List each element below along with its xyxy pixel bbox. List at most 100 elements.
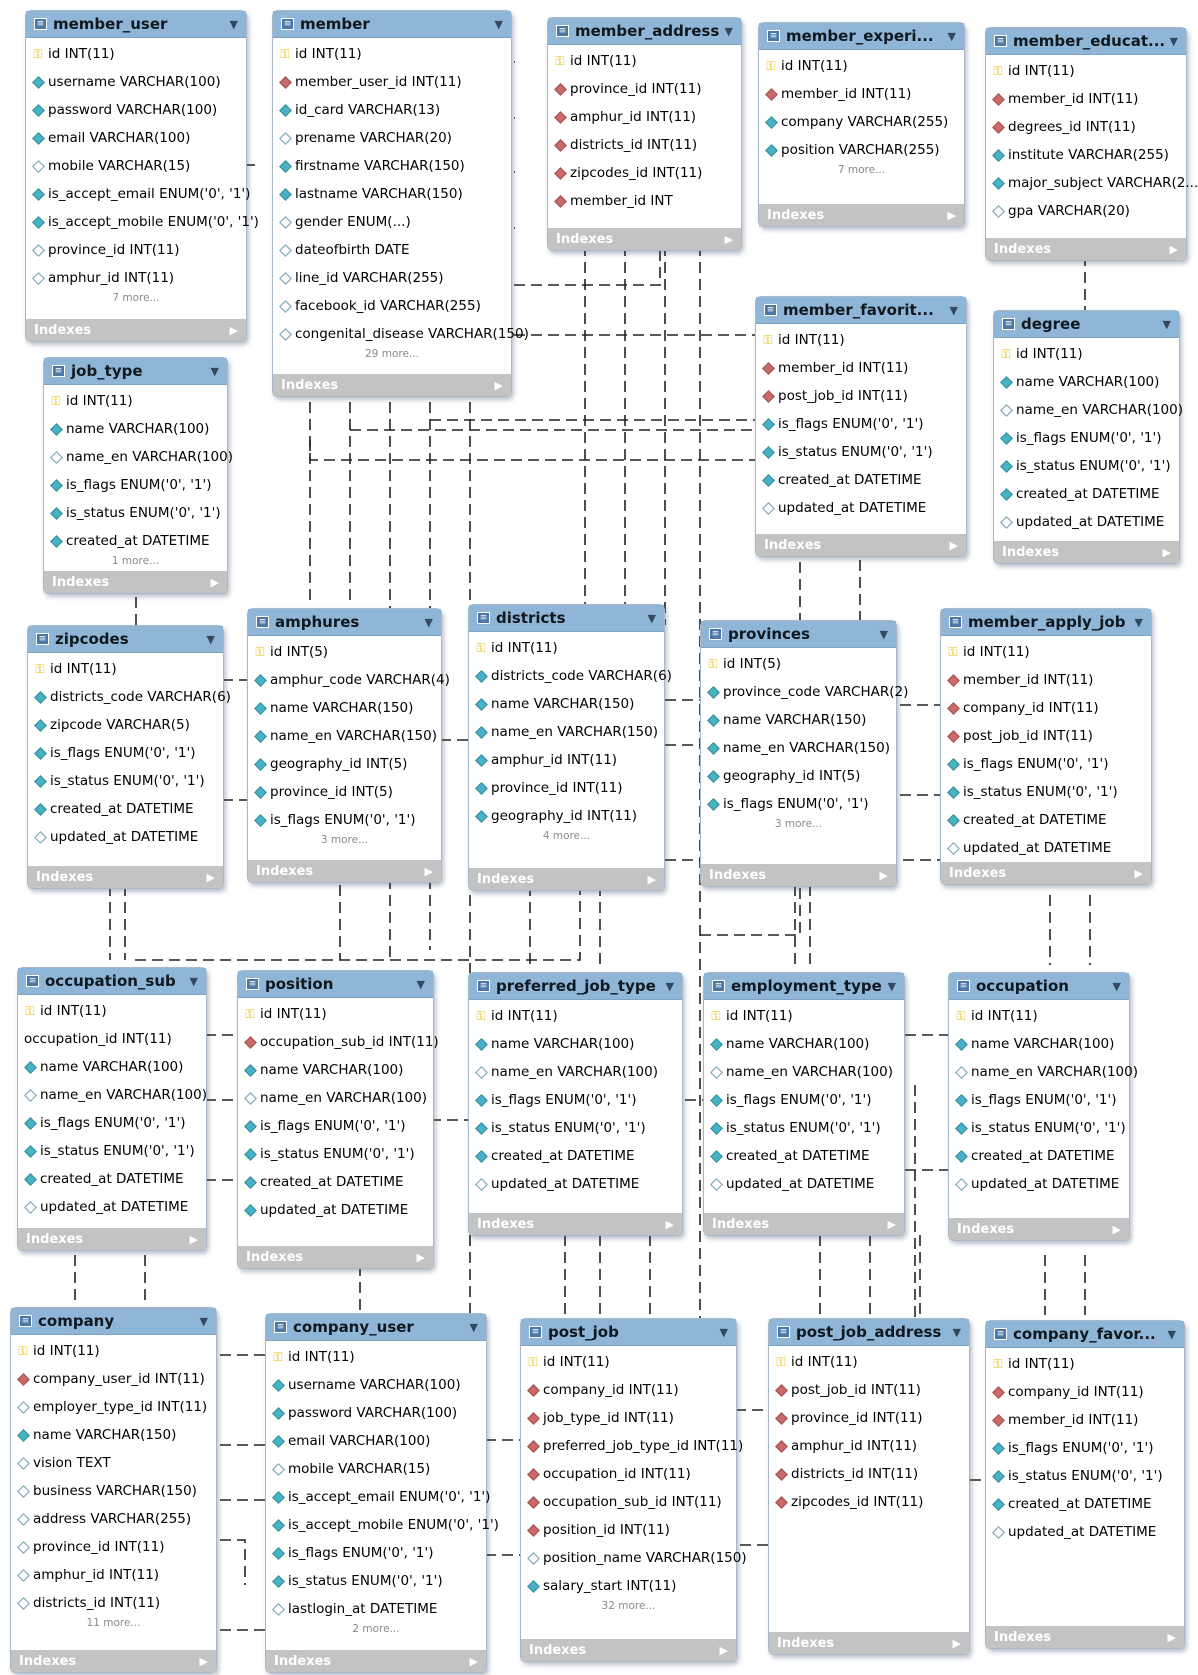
column-row[interactable]: email VARCHAR(100) — [26, 124, 246, 152]
column-row[interactable]: facebook_id VARCHAR(255) — [273, 292, 511, 320]
column-row[interactable]: occupation_id INT(11) — [18, 1025, 206, 1053]
collapse-arrow-icon[interactable]: ▼ — [424, 615, 433, 629]
column-row[interactable]: name_en VARCHAR(150) — [701, 734, 896, 762]
table-provinces[interactable]: ≡provinces▼⚿id INT(5)province_code VARCH… — [700, 620, 908, 887]
column-row[interactable]: name_en VARCHAR(100) — [704, 1058, 904, 1086]
indexes-bar[interactable]: Indexes▶ — [949, 1218, 1129, 1240]
indexes-bar[interactable]: Indexes▶ — [941, 862, 1151, 884]
collapse-arrow-icon[interactable]: ▼ — [189, 974, 198, 988]
table-amphures[interactable]: ≡amphures▼⚿id INT(5)amphur_code VARCHAR(… — [247, 608, 450, 883]
table-header[interactable]: ≡employment_type▼ — [704, 973, 904, 1000]
table-member_favorit[interactable]: ≡member_favorit...▼⚿id INT(11)member_id … — [755, 296, 967, 557]
table-header[interactable]: ≡degree▼ — [994, 311, 1179, 338]
indexes-bar[interactable]: Indexes▶ — [28, 866, 223, 888]
table-header[interactable]: ≡member▼ — [273, 11, 511, 38]
table-header[interactable]: ≡member_experi...▼ — [759, 23, 964, 50]
table-header[interactable]: ≡amphures▼ — [248, 609, 441, 636]
column-row[interactable]: company_id INT(11) — [941, 694, 1151, 722]
indexes-bar[interactable]: Indexes▶ — [469, 1213, 682, 1235]
expand-arrow-icon[interactable]: ▶ — [424, 864, 433, 878]
indexes-bar[interactable]: Indexes▶ — [704, 1213, 904, 1235]
column-row[interactable]: updated_at DATETIME — [18, 1193, 206, 1221]
collapse-arrow-icon[interactable]: ▼ — [494, 17, 503, 31]
column-row[interactable]: districts_id INT(11) — [769, 1460, 969, 1488]
column-row[interactable]: company_id INT(11) — [986, 1378, 1184, 1406]
column-row[interactable]: is_accept_mobile ENUM('0', '1') — [266, 1511, 499, 1539]
collapse-arrow-icon[interactable]: ▼ — [947, 29, 956, 43]
column-row[interactable]: company_id INT(11) — [521, 1376, 736, 1404]
expand-arrow-icon[interactable]: ▶ — [229, 323, 238, 337]
expand-arrow-icon[interactable]: ▶ — [494, 378, 503, 392]
column-row[interactable]: ⚿id INT(11) — [759, 52, 964, 80]
table-job_type[interactable]: ≡job_type▼⚿id INT(11)name VARCHAR(100)na… — [43, 357, 233, 594]
expand-arrow-icon[interactable]: ▶ — [719, 1643, 728, 1657]
collapse-arrow-icon[interactable]: ▼ — [665, 979, 674, 993]
column-row[interactable]: is_flags ENUM('0', '1') — [28, 739, 223, 767]
collapse-arrow-icon[interactable]: ▼ — [469, 1320, 478, 1334]
table-header[interactable]: ≡member_favorit...▼ — [756, 297, 966, 324]
column-row[interactable]: is_flags ENUM('0', '1') — [704, 1086, 904, 1114]
column-row[interactable]: created_at DATETIME — [44, 527, 227, 555]
column-row[interactable]: ⚿id INT(11) — [986, 1350, 1184, 1378]
column-row[interactable]: occupation_sub_id INT(11) — [238, 1028, 439, 1056]
column-row[interactable]: amphur_id INT(11) — [548, 103, 741, 131]
table-header[interactable]: ≡districts▼ — [469, 605, 664, 632]
column-row[interactable]: ⚿id INT(11) — [238, 1000, 433, 1028]
column-row[interactable]: ⚿id INT(11) — [18, 997, 206, 1025]
column-row[interactable]: amphur_id INT(11) — [769, 1432, 969, 1460]
column-row[interactable]: position VARCHAR(255) — [759, 136, 964, 164]
column-row[interactable]: is_accept_mobile ENUM('0', '1') — [26, 208, 259, 236]
column-row[interactable]: created_at DATETIME — [994, 480, 1179, 508]
column-row[interactable]: congenital_disease VARCHAR(150) — [273, 320, 529, 348]
column-row[interactable]: line_id VARCHAR(255) — [273, 264, 511, 292]
column-row[interactable]: updated_at DATETIME — [756, 494, 966, 522]
more-columns-label[interactable]: 4 more... — [542, 830, 591, 842]
column-row[interactable]: ⚿id INT(11) — [548, 47, 741, 75]
column-row[interactable]: created_at DATETIME — [469, 1142, 682, 1170]
table-member_user[interactable]: ≡member_user▼⚿id INT(11)username VARCHAR… — [25, 10, 259, 342]
column-row[interactable]: name VARCHAR(100) — [18, 1053, 206, 1081]
column-row[interactable]: name VARCHAR(150) — [11, 1421, 216, 1449]
collapse-arrow-icon[interactable]: ▼ — [724, 24, 733, 38]
table-zipcodes[interactable]: ≡zipcodes▼⚿id INT(11)districts_code VARC… — [27, 625, 231, 889]
column-row[interactable]: is_flags ENUM('0', '1') — [238, 1112, 433, 1140]
indexes-bar[interactable]: Indexes▶ — [266, 1650, 486, 1672]
column-row[interactable]: member_user_id INT(11) — [273, 68, 511, 96]
table-header[interactable]: ≡post_job▼ — [521, 1319, 736, 1346]
column-row[interactable]: mobile VARCHAR(15) — [266, 1455, 486, 1483]
expand-arrow-icon[interactable]: ▶ — [206, 870, 215, 884]
table-header[interactable]: ≡post_job_address▼ — [769, 1319, 969, 1346]
column-row[interactable]: province_id INT(11) — [548, 75, 741, 103]
table-member_experi[interactable]: ≡member_experi...▼⚿id INT(11)member_id I… — [758, 22, 965, 227]
indexes-bar[interactable]: Indexes▶ — [238, 1246, 433, 1268]
column-row[interactable]: is_status ENUM('0', '1') — [756, 438, 966, 466]
column-row[interactable]: province_id INT(11) — [469, 774, 664, 802]
table-company[interactable]: ≡company▼⚿id INT(11)company_user_id INT(… — [10, 1307, 217, 1673]
column-row[interactable]: created_at DATETIME — [949, 1142, 1129, 1170]
column-row[interactable]: name VARCHAR(100) — [44, 415, 227, 443]
column-row[interactable]: is_status ENUM('0', '1') — [704, 1114, 904, 1142]
column-row[interactable]: member_id INT — [548, 187, 741, 215]
table-header[interactable]: ≡member_apply_job▼ — [941, 609, 1151, 636]
column-row[interactable]: degrees_id INT(11) — [986, 113, 1186, 141]
column-row[interactable]: ⚿id INT(11) — [769, 1348, 969, 1376]
table-position[interactable]: ≡position▼⚿id INT(11)occupation_sub_id I… — [237, 970, 439, 1269]
column-row[interactable]: name VARCHAR(100) — [994, 368, 1179, 396]
expand-arrow-icon[interactable]: ▶ — [952, 1636, 961, 1650]
expand-arrow-icon[interactable]: ▶ — [879, 868, 888, 882]
column-row[interactable]: post_job_id INT(11) — [941, 722, 1151, 750]
expand-arrow-icon[interactable]: ▶ — [1167, 1630, 1176, 1644]
column-row[interactable]: ⚿id INT(11) — [26, 40, 246, 68]
column-row[interactable]: member_id INT(11) — [756, 354, 966, 382]
column-row[interactable]: occupation_sub_id INT(11) — [521, 1488, 736, 1516]
column-row[interactable]: business VARCHAR(150) — [11, 1477, 216, 1505]
table-occupation_sub[interactable]: ≡occupation_sub▼⚿id INT(11)occupation_id… — [17, 967, 207, 1251]
column-row[interactable]: name_en VARCHAR(100) — [994, 396, 1183, 424]
column-row[interactable]: is_flags ENUM('0', '1') — [701, 790, 896, 818]
column-row[interactable]: ⚿id INT(11) — [521, 1348, 736, 1376]
indexes-bar[interactable]: Indexes▶ — [469, 868, 664, 890]
table-employment_type[interactable]: ≡employment_type▼⚿id INT(11)name VARCHAR… — [703, 972, 905, 1236]
column-row[interactable]: is_flags ENUM('0', '1') — [44, 471, 227, 499]
column-row[interactable]: province_id INT(5) — [248, 778, 441, 806]
column-row[interactable]: name_en VARCHAR(150) — [469, 718, 664, 746]
